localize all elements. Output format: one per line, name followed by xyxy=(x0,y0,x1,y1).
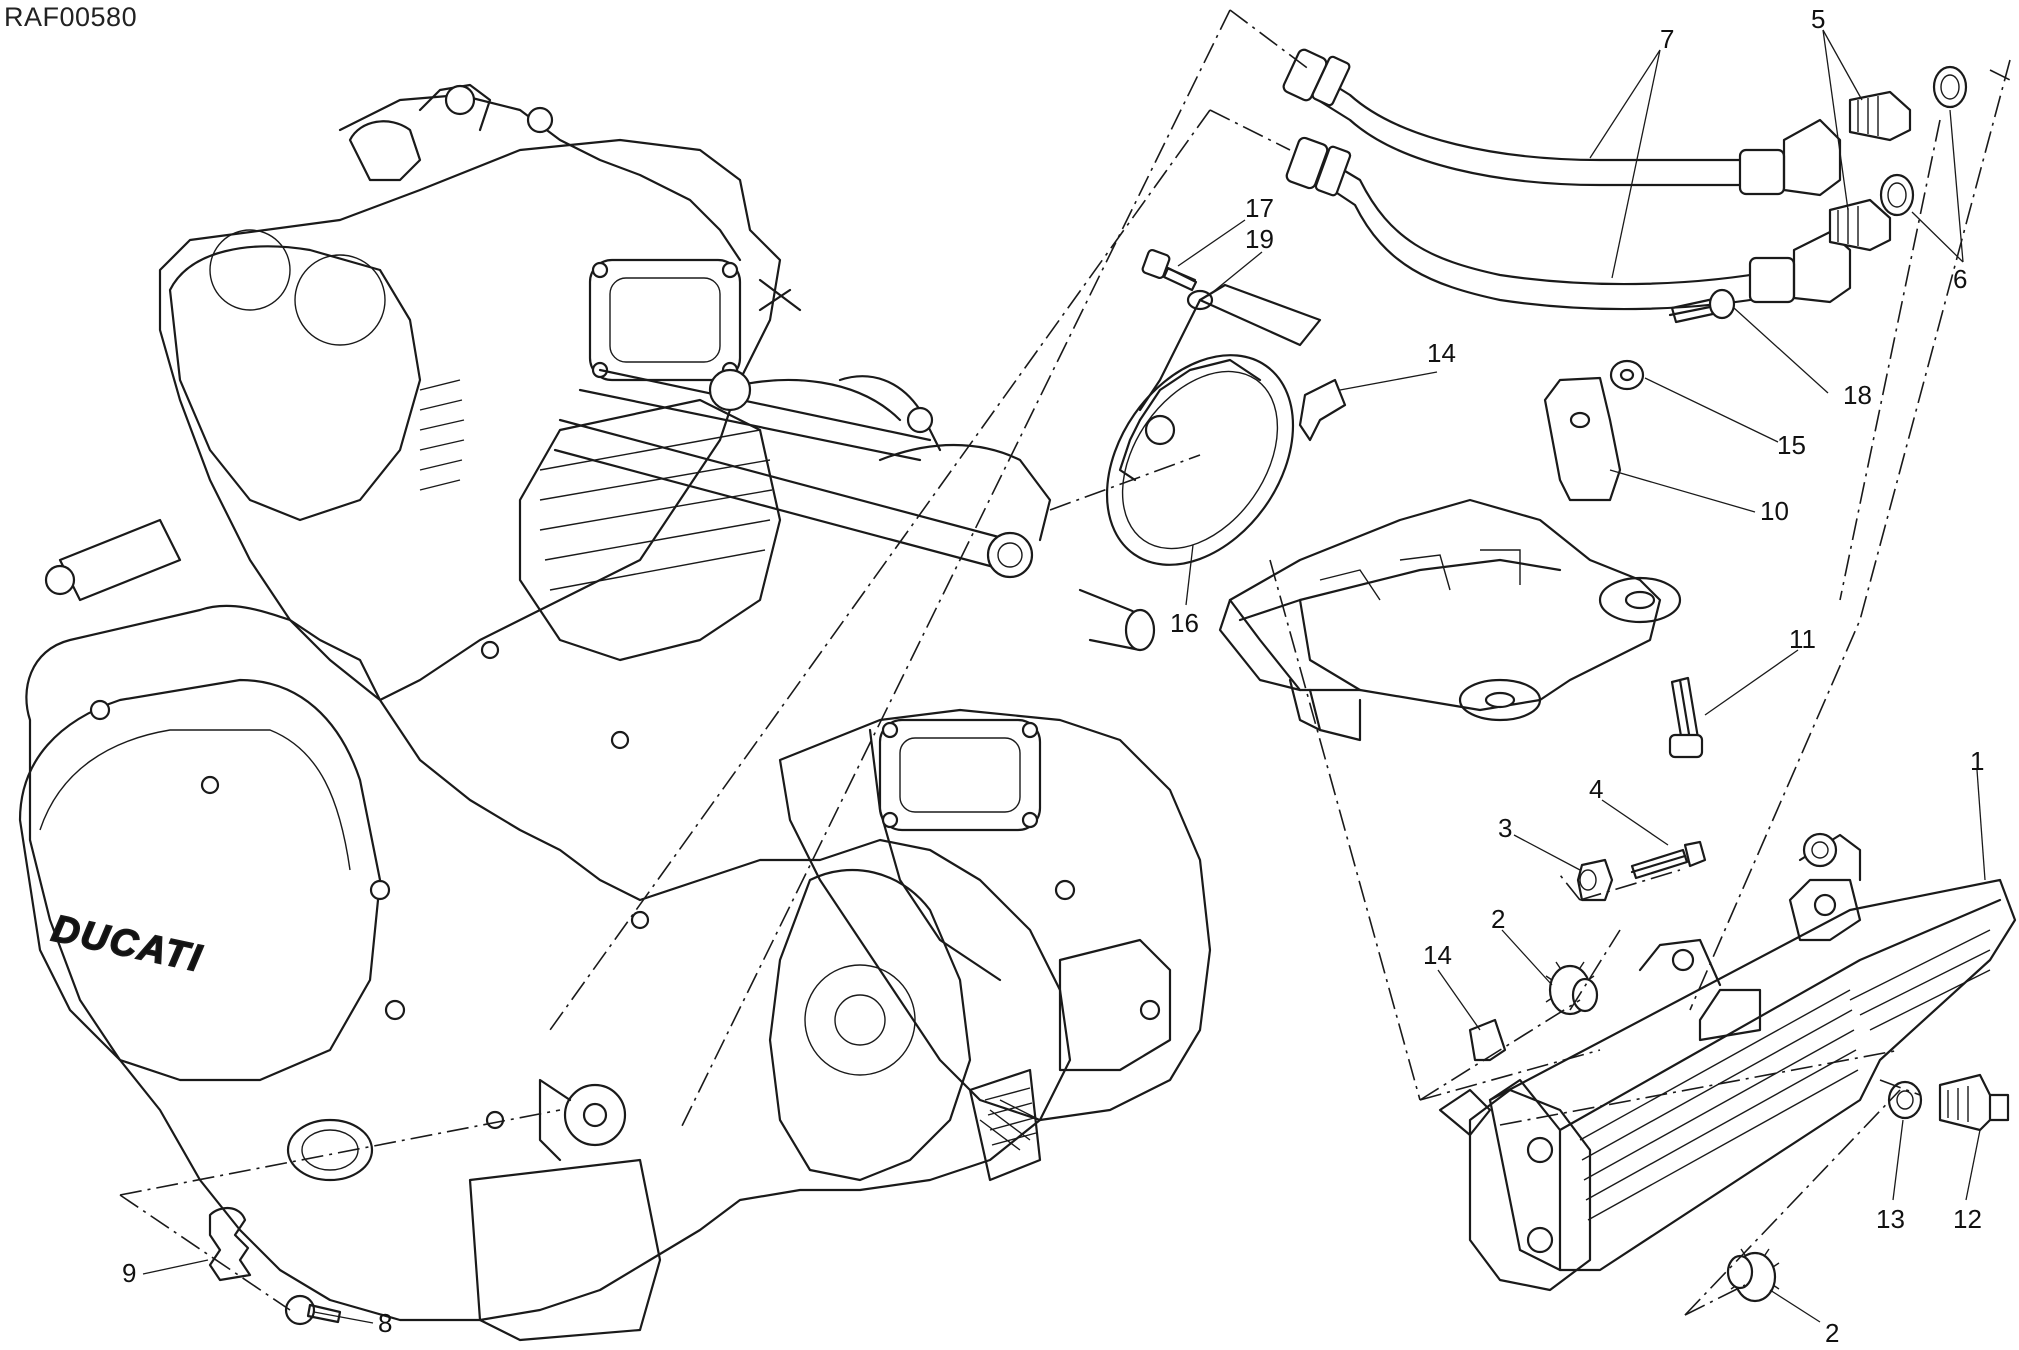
callout-15: 15 xyxy=(1777,430,1806,460)
callout-3: 3 xyxy=(1498,813,1512,843)
callout-18: 18 xyxy=(1843,380,1872,410)
callout-2: 2 xyxy=(1491,904,1505,934)
callout-4: 4 xyxy=(1589,774,1603,804)
callout-14: 14 xyxy=(1423,940,1452,970)
rubber-grommet-upper xyxy=(1545,961,1599,1016)
callout-19: 19 xyxy=(1245,224,1274,254)
callout-labels: 1 2 2 3 4 5 6 7 8 9 10 11 12 13 14 14 15… xyxy=(122,4,1984,1348)
callout-1: 1 xyxy=(1970,746,1984,776)
brand-lettering: DUCATI xyxy=(48,908,206,981)
hose-adapter-lower xyxy=(1828,198,1892,252)
callout-5: 5 xyxy=(1811,4,1825,34)
callout-7: 7 xyxy=(1660,24,1674,54)
callout-2: 2 xyxy=(1825,1318,1839,1348)
callout-9: 9 xyxy=(122,1258,136,1288)
engine-assembly: DUCATI xyxy=(18,83,1212,1342)
hose-adapter-upper xyxy=(1848,90,1912,142)
hose-end-fitting xyxy=(1282,48,1351,107)
leader-lines xyxy=(142,29,1986,1324)
diagram-code: RAF00580 xyxy=(4,2,138,32)
callout-17: 17 xyxy=(1245,193,1274,223)
oil-cooler xyxy=(1438,832,2017,1292)
callout-13: 13 xyxy=(1876,1204,1905,1234)
rubber-grommet-lower xyxy=(1726,1248,1780,1303)
assembly-lines xyxy=(119,9,2011,1316)
callout-11: 11 xyxy=(1789,624,1816,654)
oil-hoses xyxy=(1282,48,1968,311)
callout-12: 12 xyxy=(1953,1204,1982,1234)
callout-10: 10 xyxy=(1760,496,1789,526)
callout-14: 14 xyxy=(1427,338,1456,368)
callout-6: 6 xyxy=(1953,264,1967,294)
cooler-bracket xyxy=(1218,288,1736,759)
lower-clip-screw xyxy=(208,1207,342,1326)
callout-8: 8 xyxy=(378,1308,392,1338)
horn-assembly xyxy=(1105,248,1347,566)
cooler-core xyxy=(1579,989,1859,1221)
cooler-hardware xyxy=(1468,840,2010,1303)
callout-16: 16 xyxy=(1170,608,1199,638)
